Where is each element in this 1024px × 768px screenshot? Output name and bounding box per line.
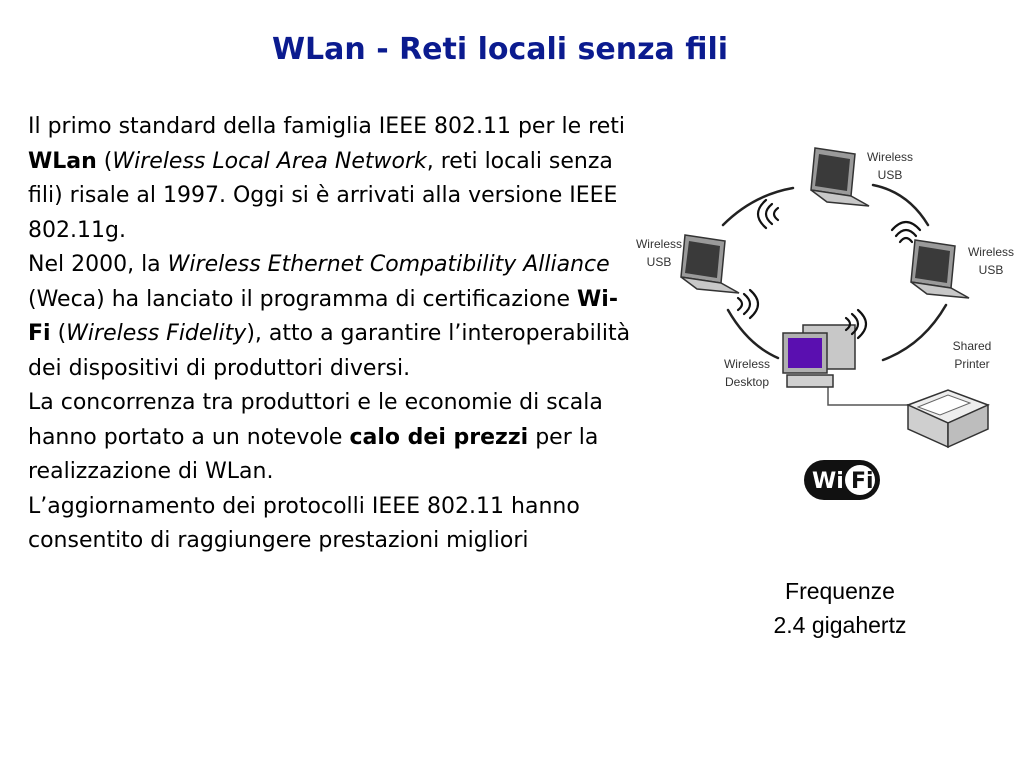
text-span: Nel 2000, la: [28, 252, 168, 277]
label-left-line2: USB: [647, 255, 672, 269]
wifi-wave-icon: [736, 198, 922, 340]
italic-wireless-fidelity: Wireless Fidelity: [66, 321, 247, 346]
network-ring: [721, 183, 948, 362]
text-span: La concorrenza tra produttori e le econo…: [28, 390, 603, 450]
text-span: (: [96, 148, 113, 174]
label-printer-line1: Shared: [953, 339, 992, 353]
paragraph-protocols: L’aggiornamento dei protocolli IEEE 802.…: [28, 493, 580, 554]
label-right-line1: Wireless: [968, 245, 1014, 259]
text-span: per la realizzazione di WLan.: [28, 424, 599, 485]
paragraph-prices: La concorrenza tra produttori e le econo…: [28, 386, 633, 490]
paragraph-weca: Nel 2000, la Wireless Ethernet Compatibi…: [28, 248, 633, 386]
body-text: Il primo standard della famiglia IEEE 80…: [28, 110, 633, 559]
italic-weca: Wireless Ethernet Compatibility Alliance: [167, 252, 610, 277]
label-left-line1: Wireless: [636, 237, 682, 251]
paragraph-standard: Il primo standard della famiglia IEEE 80…: [28, 110, 633, 248]
caption-line1: Frequenze: [785, 578, 895, 604]
text-span: Il primo standard della famiglia IEEE 80…: [28, 114, 625, 139]
text-span: ), atto a garantire l’interoperabilità d…: [28, 321, 631, 381]
label-desktop-line1: Wireless: [724, 357, 770, 371]
frequency-caption: Frequenze 2.4 gigahertz: [700, 574, 980, 642]
italic-wlan-expansion: Wireless Local Area Network: [112, 148, 427, 174]
wifi-logo: Wi Fi: [804, 460, 880, 500]
bold-wlan: WLan: [28, 148, 97, 174]
desktop-computer-icon: [782, 324, 856, 388]
label-right-line2: USB: [979, 263, 1004, 277]
text-span: (: [50, 321, 67, 346]
laptop-top-icon: [810, 147, 870, 207]
label-desktop-line2: Desktop: [725, 375, 769, 389]
text-span: (Weca) ha lanciato il programma di certi…: [28, 286, 578, 312]
text-span: , reti locali senza fili) risale al 1997…: [28, 148, 618, 243]
bold-wifi: Wi-Fi: [28, 286, 618, 347]
caption-line2: 2.4 gigahertz: [773, 612, 907, 638]
bold-calo-prezzi: calo dei prezzi: [349, 424, 529, 450]
label-top-line1: Wireless: [867, 150, 913, 164]
label-printer-line2: Printer: [954, 357, 989, 371]
printer-cable: [827, 375, 928, 406]
laptop-right-icon: [910, 239, 970, 299]
wireless-network-diagram: Wireless USB Wireless USB Wireless USB W…: [636, 147, 1014, 500]
label-top-line2: USB: [878, 168, 903, 182]
page-title: WLan - Reti locali senza fili: [271, 32, 729, 67]
laptop-left-icon: [680, 234, 740, 294]
printer-icon: [906, 389, 990, 449]
svg-text:Fi: Fi: [851, 469, 874, 494]
wifi-logo-text: Wi: [812, 469, 844, 494]
